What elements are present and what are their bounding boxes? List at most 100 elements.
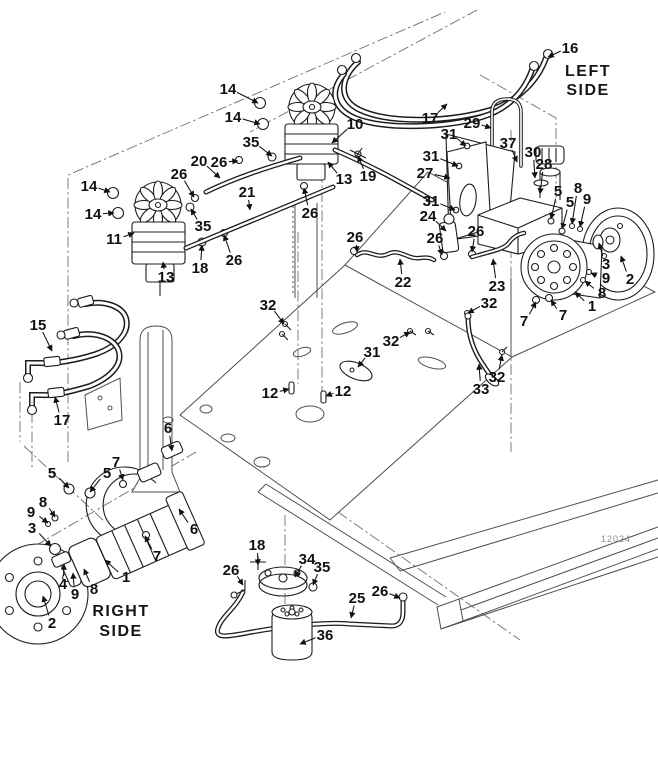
callout-24: 24 xyxy=(420,208,447,232)
leader-line-3 xyxy=(597,242,604,257)
callout-1: 1 xyxy=(574,291,596,315)
leader-line-26 xyxy=(236,575,244,586)
callout-17: 17 xyxy=(422,103,448,127)
callout-number-33: 33 xyxy=(473,381,490,398)
figure-number: 12024 xyxy=(601,534,631,544)
callout-number-37: 37 xyxy=(500,135,517,152)
callout-number-25: 25 xyxy=(349,590,366,607)
callout-12: 12 xyxy=(325,383,351,400)
callout-number-8: 8 xyxy=(598,285,606,302)
right-side-label-line2: SIDE xyxy=(99,623,142,640)
callout-number-17: 17 xyxy=(422,110,439,127)
leader-line-18 xyxy=(198,244,205,261)
callout-31: 31 xyxy=(423,193,456,211)
callout-number-11: 11 xyxy=(106,231,122,248)
callout-9: 9 xyxy=(70,572,79,603)
leader-line-21 xyxy=(246,199,253,211)
callout-number-8: 8 xyxy=(90,581,98,598)
leader-line-14 xyxy=(102,210,115,217)
callout-2: 2 xyxy=(41,595,56,632)
callout-number-2: 2 xyxy=(48,615,56,632)
leader-line-7 xyxy=(144,535,153,550)
leader-line-4 xyxy=(60,563,67,577)
leader-line-8 xyxy=(83,568,91,583)
callout-34: 34 xyxy=(294,551,316,578)
leader-line-31 xyxy=(357,357,366,368)
callout-number-26: 26 xyxy=(427,230,444,247)
leader-line-12 xyxy=(279,387,290,394)
callout-13: 13 xyxy=(327,161,353,188)
leader-line-1 xyxy=(574,291,585,302)
right-side-label-line1: RIGHT xyxy=(92,603,149,620)
callout-6: 6 xyxy=(178,508,198,538)
leader-line-5 xyxy=(89,478,101,493)
leader-line-6 xyxy=(168,435,175,452)
leader-line-8 xyxy=(569,195,577,225)
leader-line-18 xyxy=(254,552,261,566)
callout-number-26: 26 xyxy=(171,166,188,183)
leader-line-8 xyxy=(584,280,595,289)
tube-20 xyxy=(203,155,303,195)
leader-line-26 xyxy=(469,238,477,253)
callout-number-12: 12 xyxy=(262,385,279,402)
leader-line-13 xyxy=(327,161,338,174)
callout-29: 29 xyxy=(464,115,492,132)
callout-20: 20 xyxy=(191,153,221,179)
leader-line-14 xyxy=(98,187,111,194)
callout-number-21: 21 xyxy=(239,184,256,201)
callout-number-17: 17 xyxy=(54,412,71,429)
leader-line-7 xyxy=(528,301,537,315)
leader-line-3 xyxy=(38,533,52,547)
callout-32: 32 xyxy=(467,295,497,314)
callout-number-14: 14 xyxy=(220,81,237,98)
callout-number-22: 22 xyxy=(395,274,412,291)
leader-line-7 xyxy=(550,299,558,310)
callout-number-14: 14 xyxy=(225,109,242,126)
callout-14: 14 xyxy=(85,206,115,223)
leader-line-11 xyxy=(123,231,135,238)
leader-line-1 xyxy=(104,559,119,573)
callout-26: 26 xyxy=(223,562,244,586)
leader-line-35 xyxy=(190,208,198,220)
callout-number-30: 30 xyxy=(525,144,542,161)
reservoir-cap xyxy=(535,145,565,165)
callout-35: 35 xyxy=(190,208,211,235)
callout-36: 36 xyxy=(299,627,333,645)
callout-number-26: 26 xyxy=(347,229,364,246)
callout-number-9: 9 xyxy=(583,191,591,208)
callout-number-9: 9 xyxy=(602,270,610,287)
callout-number-31: 31 xyxy=(364,344,381,361)
callout-25: 25 xyxy=(349,590,366,619)
callout-number-32: 32 xyxy=(260,297,277,314)
leader-line-5 xyxy=(549,198,557,220)
callout-number-26: 26 xyxy=(211,154,228,171)
callout-number-5: 5 xyxy=(103,465,111,482)
callout-number-1: 1 xyxy=(122,569,130,586)
leader-line-22 xyxy=(397,258,404,275)
callout-26: 26 xyxy=(427,230,444,256)
leader-line-31 xyxy=(440,203,456,211)
leader-line-5 xyxy=(59,477,70,489)
callout-number-14: 14 xyxy=(81,178,98,195)
callout-13: 13 xyxy=(158,261,174,286)
callout-9: 9 xyxy=(578,191,591,228)
callout-35: 35 xyxy=(243,134,273,157)
callout-10: 10 xyxy=(331,116,363,144)
callout-32: 32 xyxy=(383,331,411,350)
callout-15: 15 xyxy=(30,317,53,352)
hose-23 xyxy=(469,230,527,260)
callout-27: 27 xyxy=(417,165,451,182)
callout-number-18: 18 xyxy=(249,537,266,554)
callout-37: 37 xyxy=(500,135,518,163)
breather-tube xyxy=(490,97,523,184)
callout-number-26: 26 xyxy=(468,223,485,240)
callout-26: 26 xyxy=(222,234,242,269)
leader-line-2 xyxy=(41,595,50,616)
callout-22: 22 xyxy=(395,258,412,291)
callout-26: 26 xyxy=(372,583,401,600)
callout-number-13: 13 xyxy=(336,171,353,188)
callout-number-35: 35 xyxy=(314,559,331,576)
callout-number-18: 18 xyxy=(192,260,209,277)
leader-line-14 xyxy=(236,91,259,104)
